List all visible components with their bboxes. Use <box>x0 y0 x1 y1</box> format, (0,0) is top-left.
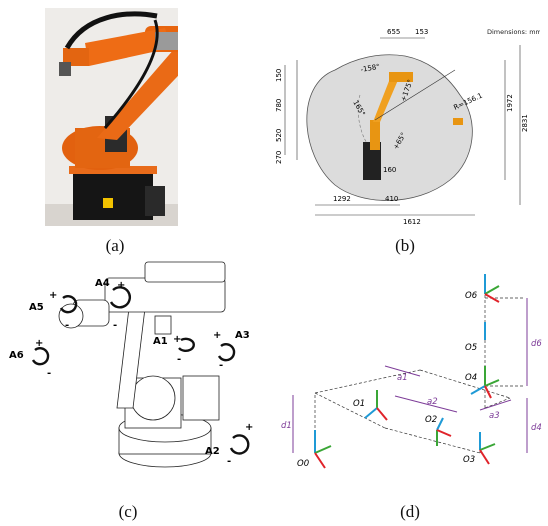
axis-a5-label: A5 <box>29 302 44 313</box>
offset-d1-label: d1 <box>281 421 292 431</box>
workspace-dimension-drawing: Dimensions: mm 655 153 150 780 520 270 1… <box>275 28 540 226</box>
offset-d6-label: d6 <box>531 339 542 349</box>
dim-right-2831: 2831 <box>521 114 529 132</box>
kinematic-frames-diagram: O0 O1 O2 O3 O4 O5 O6 a1 a2 a3 d1 d4 d6 <box>281 274 542 469</box>
robot-arm-silhouette <box>373 76 398 122</box>
dim-top-153: 153 <box>415 28 428 36</box>
dim-bottom-1612: 1612 <box>403 218 421 226</box>
dim-right-1972: 1972 <box>506 94 514 112</box>
units-note: Dimensions: mm <box>487 28 540 36</box>
frame-o1-label: O1 <box>353 399 365 409</box>
a1-plus-sign: + <box>173 334 181 345</box>
dim-left-270: 270 <box>275 151 283 164</box>
link-a1-label: a1 <box>397 373 408 383</box>
axis-a2-label: A2 <box>205 446 220 457</box>
dim-left-520: 520 <box>275 129 283 142</box>
a1-dimension-line <box>384 365 421 377</box>
caption-a: (a) <box>105 236 125 255</box>
a2-rotation-arrow <box>229 434 250 455</box>
link-a3-label: a3 <box>489 411 500 421</box>
a4-minus-sign: - <box>113 320 117 331</box>
a6-plus-sign: + <box>35 338 43 349</box>
axis-a6-label: A6 <box>9 350 24 361</box>
a1-minus-sign: - <box>177 354 181 365</box>
robot-photo-drawing <box>45 8 178 226</box>
a2-dimension-line <box>394 395 458 413</box>
dim-bottom-410: 410 <box>385 195 398 203</box>
frame-o2-label: O2 <box>425 415 437 425</box>
a2-minus-sign: - <box>227 456 231 467</box>
robot-photo <box>45 8 178 226</box>
frame-o6-label: O6 <box>465 291 478 301</box>
a5-rotation-arrow <box>59 295 78 314</box>
caption-c: (c) <box>118 502 138 521</box>
a6-minus-sign: - <box>47 368 51 379</box>
axis-a1-label: A1 <box>153 336 168 347</box>
a3-rotation-arrow <box>217 343 236 362</box>
dim-bottom-1292: 1292 <box>333 195 351 203</box>
dim-top-655: 655 <box>387 28 400 36</box>
frame-o3-label: O3 <box>463 455 475 465</box>
a3-dimension-line <box>479 399 512 411</box>
a3-plus-sign: + <box>213 330 221 341</box>
a6-rotation-arrow <box>31 347 50 366</box>
a4-plus-sign: + <box>117 280 125 291</box>
frame-o5-label: O5 <box>465 343 477 353</box>
dim-160: 160 <box>383 166 396 174</box>
caption-d: (d) <box>400 502 420 521</box>
frame-o0-label: O0 <box>297 459 309 469</box>
dim-left-150: 150 <box>275 69 283 82</box>
a3-minus-sign: - <box>219 360 223 371</box>
robot-base-silhouette <box>363 142 381 180</box>
a5-plus-sign: + <box>49 290 57 301</box>
a2-plus-sign: + <box>245 422 253 433</box>
caption-b: (b) <box>395 236 415 255</box>
axis-a3-label: A3 <box>235 330 250 341</box>
axis-a4-label: A4 <box>95 278 110 289</box>
link-a2-label: a2 <box>427 397 438 407</box>
offset-d4-label: d4 <box>531 423 542 433</box>
frame-o4-label: O4 <box>465 373 477 383</box>
workspace-envelope <box>306 54 473 201</box>
a1-rotation-arrow <box>178 337 195 352</box>
dim-left-780: 780 <box>275 99 283 112</box>
a4-rotation-arrow <box>109 286 132 309</box>
a5-minus-sign: - <box>65 320 69 331</box>
robot-axes-drawing: A5 A6 A4 A1 A3 A2 + - + - + - + - + - + … <box>9 261 253 468</box>
angle-minus-158: -158° <box>360 63 380 74</box>
